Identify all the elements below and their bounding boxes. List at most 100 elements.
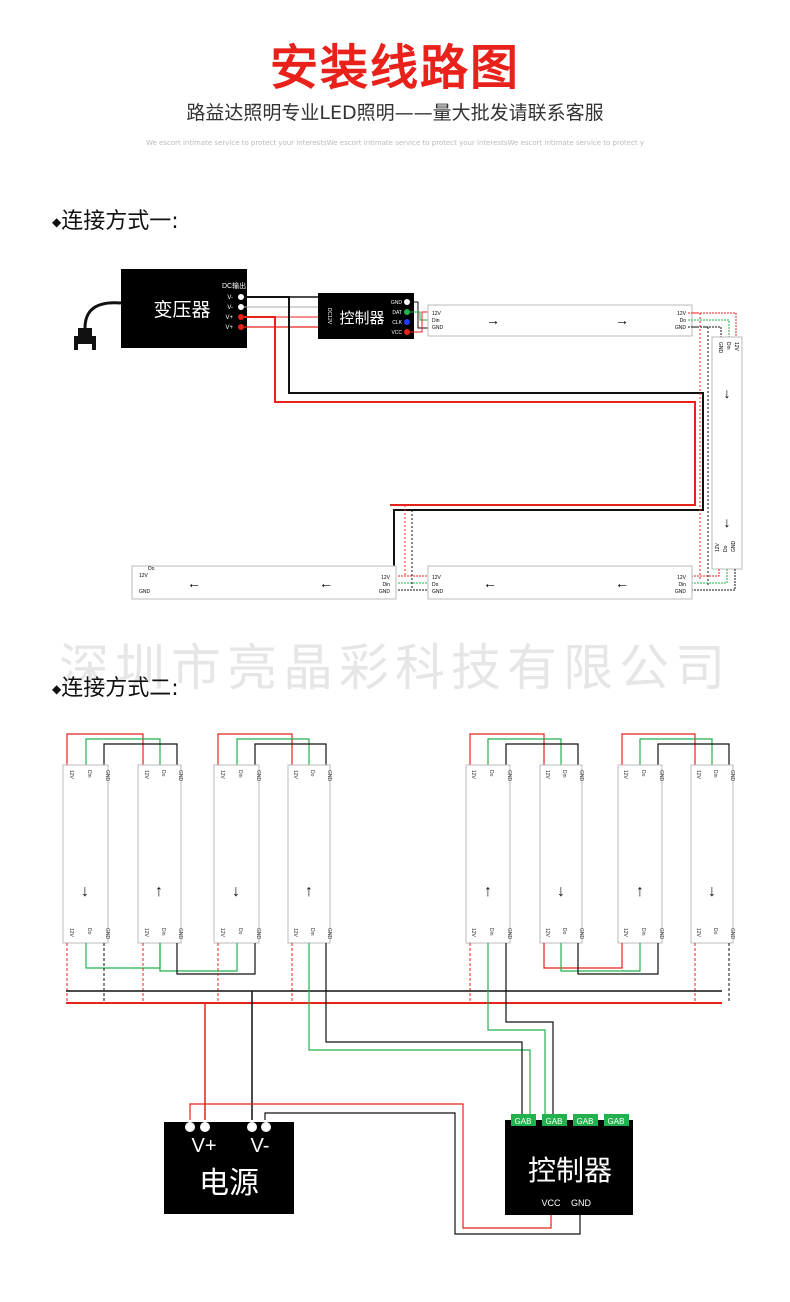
strip-pin: 12V — [733, 342, 739, 352]
ctrl-pin-vcc: VCC — [391, 330, 402, 336]
strip-pin: 12V — [695, 770, 701, 780]
strip-pin: Din — [712, 770, 718, 778]
strip-pin: 12V — [470, 928, 476, 938]
method2-heading: ◆连接方式二: — [52, 670, 179, 702]
strip-pin: Din — [432, 318, 440, 324]
strip-pin: Do — [640, 770, 646, 777]
strip-pin: GND — [379, 589, 391, 595]
controller-port-3: GAB — [577, 1117, 594, 1126]
strip-pin: GND — [177, 770, 183, 782]
strip-pin: GND — [729, 928, 735, 940]
method1-heading-text: 连接方式一: — [61, 209, 179, 234]
strip-pin: GND — [326, 770, 332, 782]
controller-vcc-label: VCC — [541, 1198, 561, 1208]
dc-pin-v-plus-2: V+ — [225, 325, 233, 331]
page-subtitle: 路益达照明专业LED照明——量大批发请联系客服 — [186, 102, 604, 124]
controller-gnd-label: GND — [571, 1198, 592, 1208]
method2-diagram: 12V Din GND 12V Do GND 12V Din GND 12V D… — [62, 733, 735, 1235]
strip-pin: 12V — [219, 928, 225, 938]
arrow-up-icon: ↑ — [484, 883, 492, 900]
power-supply-box — [164, 1122, 294, 1214]
strip-pin: 12V — [677, 575, 687, 581]
tagline: We escort intimate service to protect yo… — [146, 139, 644, 147]
dc-output-label: DC输出 — [222, 281, 246, 290]
strip-pin: 12V — [68, 770, 74, 780]
strip-pin: GND — [177, 928, 183, 940]
strip-pin: Din — [309, 928, 315, 936]
led-strip-vertical — [711, 336, 743, 570]
led-strip-col-6 — [539, 764, 583, 944]
strip-pin: 12V — [292, 928, 298, 938]
strip-pin: Do — [86, 928, 92, 935]
strip-pin: GND — [717, 342, 723, 354]
strip-pin: GND — [578, 770, 584, 782]
method1-diagram: 变压器 DC输出 V- V- V+ V+ 控制器 DC12V GND DAT C… — [74, 269, 743, 600]
strip-pin: Din — [678, 582, 686, 588]
strip-pin: Do — [309, 770, 315, 777]
power-supply-label: 电源 — [199, 1167, 259, 1200]
strip-pin: GND — [675, 325, 687, 331]
method1-heading: ◆连接方式一: — [52, 203, 179, 235]
strip-pin: GND — [658, 770, 664, 782]
ctrl-pin-gnd: GND — [391, 300, 403, 306]
strip-pin: Do — [561, 928, 567, 935]
strip-pin: Din — [725, 342, 731, 350]
strip-pin: GND — [506, 928, 512, 940]
controller-side-label: DC12V — [326, 308, 332, 325]
strip-pin: Din — [86, 770, 92, 778]
strip-pin: GND — [675, 589, 687, 595]
strip-pin: Din — [561, 770, 567, 778]
led-strip-col-3 — [213, 764, 260, 944]
arrow-left-icon: ← — [615, 575, 629, 591]
controller-box-2 — [505, 1120, 633, 1215]
strip-pin: GND — [731, 541, 737, 553]
led-strip-col-5 — [465, 764, 511, 944]
arrow-right-icon: → — [486, 312, 500, 328]
diamond-icon: ◆ — [52, 215, 62, 229]
controller-label-1: 控制器 — [339, 310, 384, 327]
strip-pin: Din — [237, 770, 243, 778]
strip-pin: GND — [139, 589, 151, 595]
strip-pin: 12V — [622, 770, 628, 780]
strip-pin: GND — [432, 325, 444, 331]
arrow-left-icon: ← — [187, 575, 201, 591]
strip-pin: Do — [712, 928, 718, 935]
strip-pin: 12V — [432, 311, 442, 317]
ctrl-pin-dat: DAT — [392, 310, 402, 316]
strip-pin: 12V — [143, 928, 149, 938]
method2-heading-text: 连接方式二: — [61, 676, 179, 701]
strip-pin: 12V — [544, 928, 550, 938]
diamond-icon: ◆ — [52, 682, 62, 696]
arrow-down-icon: ↓ — [708, 883, 716, 900]
led-strip-col-4 — [287, 764, 331, 944]
strip-pin: Do — [680, 318, 687, 324]
led-strip-top — [427, 304, 693, 337]
controller-port-4: GAB — [608, 1117, 625, 1126]
strip-pin: GND — [326, 928, 332, 940]
arrow-down-icon: ↓ — [81, 883, 89, 900]
transformer-label: 变压器 — [153, 299, 210, 321]
led-strip-col-2 — [137, 764, 182, 944]
plug-icon — [74, 301, 122, 350]
arrow-right-icon: → — [615, 312, 629, 328]
strip-pin: Do — [160, 770, 166, 777]
strip-pin: GND — [104, 928, 110, 940]
arrow-up-icon: ↑ — [155, 883, 163, 900]
power-pos-label: V+ — [191, 1135, 216, 1157]
controller-label-2: 控制器 — [528, 1155, 612, 1186]
strip-pin: 12V — [470, 770, 476, 780]
strip-pin: 12V — [292, 770, 298, 780]
ctrl-pin-clk: CLK — [392, 320, 402, 326]
controller-port-1: GAB — [515, 1117, 532, 1126]
strip-pin: 12V — [381, 575, 391, 581]
strip-pin: Do — [432, 582, 439, 588]
strip-pin: GND — [506, 770, 512, 782]
arrow-left-icon: ← — [483, 575, 497, 591]
led-strip-bottom-left — [131, 565, 397, 600]
strip-pin: Do — [148, 566, 155, 572]
arrow-down-icon: ↓ — [724, 385, 731, 401]
strip-pin: Do — [237, 928, 243, 935]
arrow-down-icon: ↓ — [724, 514, 731, 530]
strip-pin: GND — [432, 589, 444, 595]
strip-pin: Din — [160, 928, 166, 936]
